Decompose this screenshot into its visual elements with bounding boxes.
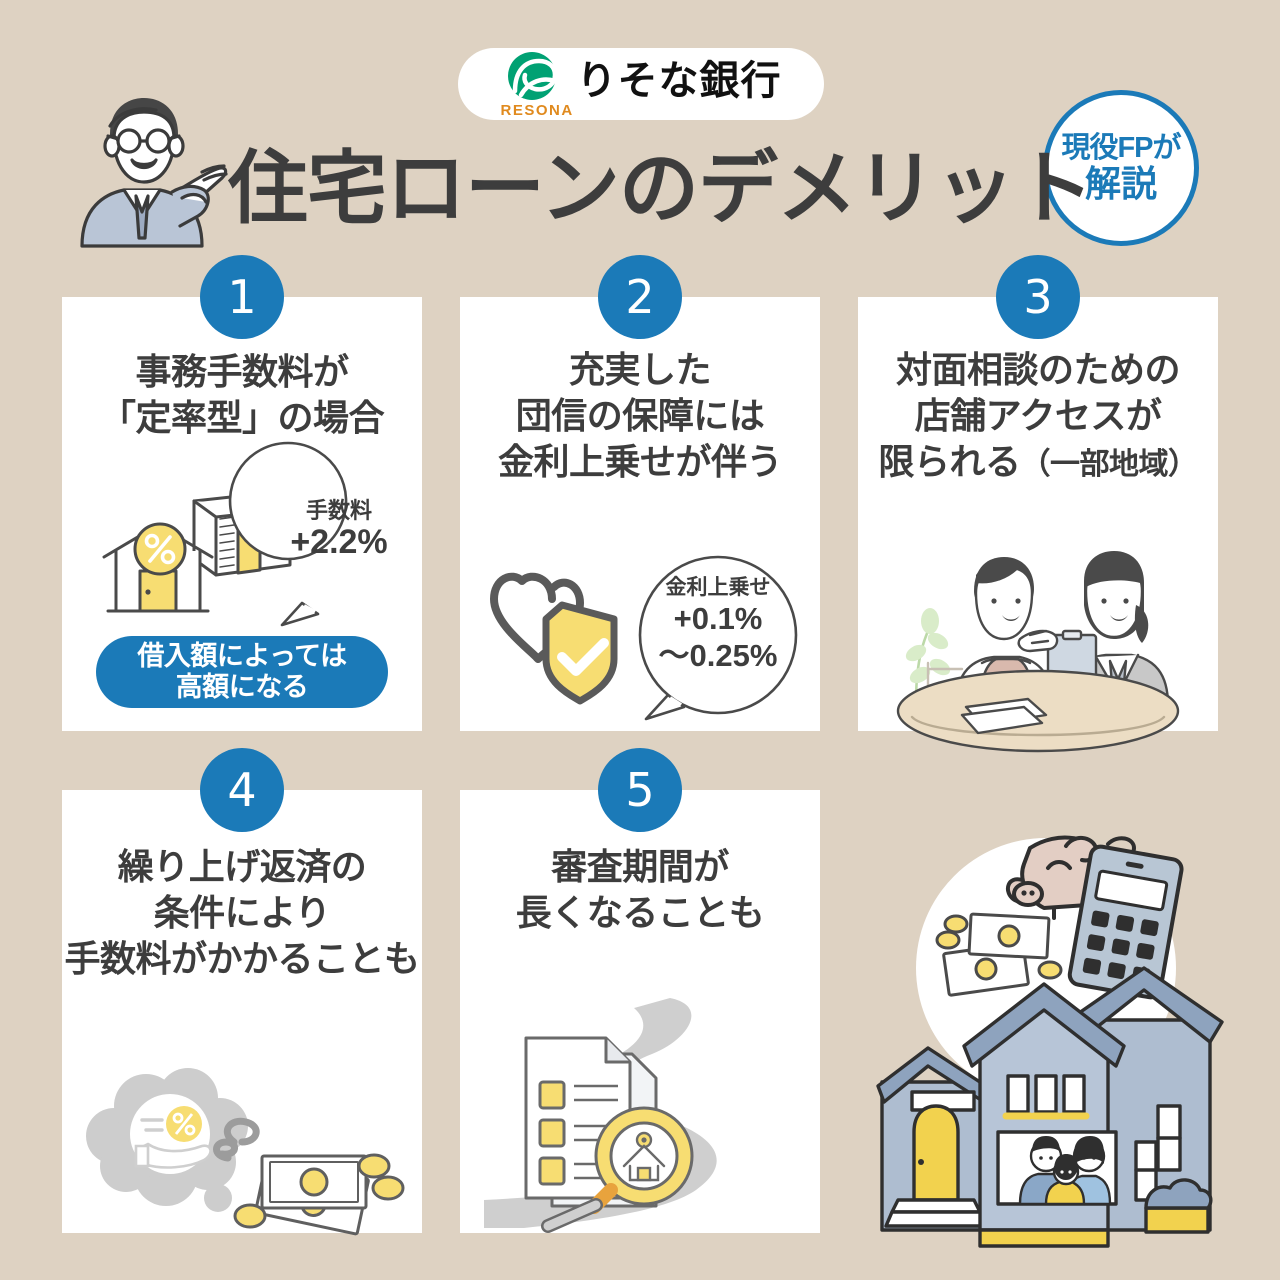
fp-explains-badge: 現役FPが 解説 bbox=[1043, 90, 1199, 246]
resona-logo-wordmark: RESONA bbox=[500, 102, 574, 119]
fp-badge-line2: 解説 bbox=[1084, 163, 1157, 205]
card-1-pill-note: 借入額によっては 高額になる bbox=[96, 636, 388, 708]
card-3-heading-line-3-main: 限られる bbox=[878, 441, 1021, 483]
card-1-number-badge: 1 bbox=[200, 255, 284, 339]
card-1-pill-line-1: 借入額によっては bbox=[137, 640, 347, 671]
house-family-savings-illustration bbox=[858, 790, 1228, 1260]
card-4-number-badge: 4 bbox=[200, 748, 284, 832]
card-3: 対面相談のための 店舗アクセスが 限られる（一部地域） bbox=[858, 297, 1218, 753]
card-1-pill-line-2: 高額になる bbox=[175, 672, 309, 702]
card-2-bubble-value-1: +0.1% bbox=[673, 601, 763, 637]
card-1-heading: 事務手数料が 「定率型」の場合 bbox=[62, 349, 422, 441]
resona-bank-logo: RESONA りそな銀行 bbox=[458, 48, 824, 120]
card-4-illustration bbox=[70, 1068, 420, 1236]
page-title: 住宅ローンのデメリット bbox=[228, 144, 1094, 233]
card-4-heading-line-3: 手数料がかかることも bbox=[64, 938, 420, 980]
card-1-illustration: 手数料 +2.2% bbox=[82, 441, 412, 633]
card-2: 充実した 団信の保障には 金利上乗せが伴う 金利上乗せ +0.1% 〜 bbox=[460, 297, 820, 731]
card-4-heading-line-1: 繰り上げ返済の bbox=[117, 846, 367, 887]
card-4-heading: 繰り上げ返済の 条件により 手数料がかかることも bbox=[62, 844, 422, 982]
fp-advisor-mascot-illustration bbox=[52, 86, 232, 248]
card-1-bubble-value: +2.2% bbox=[290, 523, 388, 562]
bank-name-text: りそな銀行 bbox=[576, 58, 782, 104]
card-2-heading-line-1: 充実した bbox=[568, 349, 712, 390]
card-5-number-badge: 5 bbox=[598, 748, 682, 832]
card-2-bubble-value-2: 〜0.25% bbox=[658, 638, 778, 674]
card-1-bubble-label: 手数料 bbox=[305, 498, 372, 523]
card-5-illustration bbox=[474, 990, 810, 1234]
card-5: 審査期間が 長くなることも bbox=[460, 790, 820, 1233]
card-1: 事務手数料が 「定率型」の場合 bbox=[62, 297, 422, 731]
card-3-heading-line-2: 店舗アクセスが bbox=[914, 395, 1162, 437]
fp-badge-line1: 現役FPが bbox=[1061, 131, 1181, 164]
card-4: 繰り上げ返済の 条件により 手数料がかかることも bbox=[62, 790, 422, 1236]
card-5-heading-line-2: 長くなることも bbox=[515, 892, 765, 934]
card-2-heading-line-3: 金利上乗せが伴う bbox=[497, 441, 783, 483]
card-4-heading-line-2: 条件により bbox=[153, 892, 331, 934]
resona-logo-mark-icon: RESONA bbox=[500, 51, 574, 119]
card-5-heading-line-1: 審査期間が bbox=[551, 846, 729, 887]
card-2-bubble-label: 金利上乗せ bbox=[665, 576, 771, 599]
card-2-heading-line-2: 団信の保障には bbox=[515, 395, 765, 437]
card-3-heading-line-3: 限られる（一部地域） bbox=[858, 439, 1218, 485]
card-3-illustration bbox=[870, 535, 1206, 753]
card-3-heading-suffix: （一部地域） bbox=[1020, 448, 1199, 482]
card-3-heading: 対面相談のための 店舗アクセスが 限られる（一部地域） bbox=[858, 347, 1218, 485]
card-3-heading-line-1: 対面相談のための bbox=[895, 349, 1181, 390]
card-1-heading-line-2: 「定率型」の場合 bbox=[99, 397, 385, 439]
card-2-illustration: 金利上乗せ +0.1% 〜0.25% bbox=[480, 547, 810, 722]
card-5-heading: 審査期間が 長くなることも bbox=[460, 844, 820, 936]
card-3-number-badge: 3 bbox=[996, 255, 1080, 339]
card-2-number-badge: 2 bbox=[598, 255, 682, 339]
card-1-heading-line-1: 事務手数料が bbox=[135, 351, 349, 392]
card-2-heading: 充実した 団信の保障には 金利上乗せが伴う bbox=[460, 347, 820, 485]
